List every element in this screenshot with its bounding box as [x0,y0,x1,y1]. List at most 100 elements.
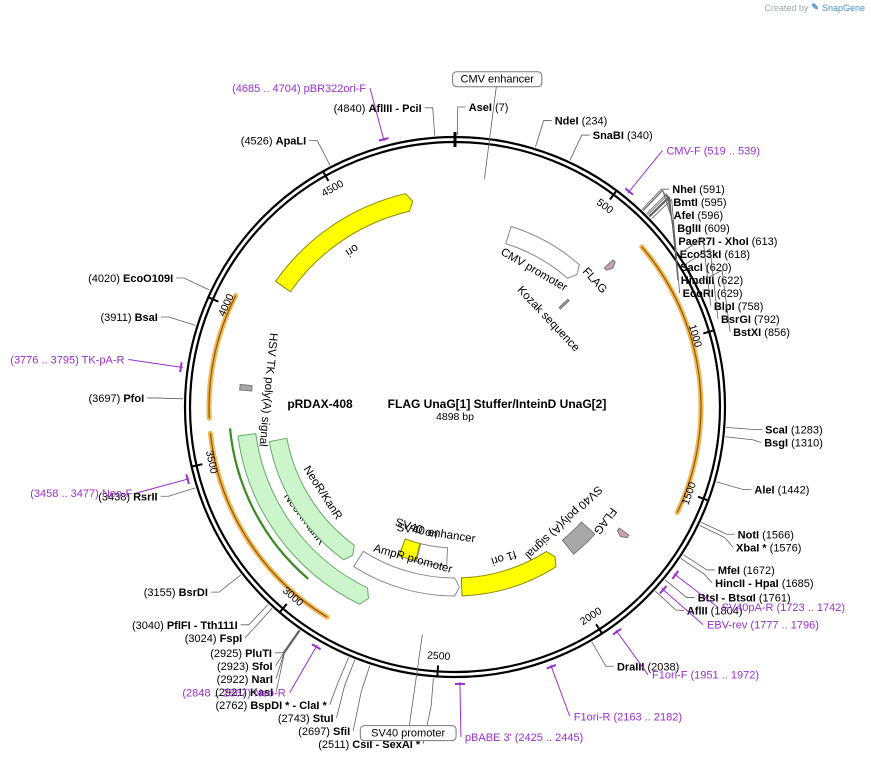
site-bspdi-clai-2762-label: (2762) BspDI * - ClaI * [215,700,327,712]
site-bglii-609-label: BglII (609) [677,223,730,235]
feature-label-sv40-poly-a-signal-4: SV40 poly(A) signal [522,483,604,561]
site-kasi-2921-label: (2921) KasI [215,687,273,699]
green-orf-line [228,428,309,580]
site-bmti-595-label: BmtI (595) [673,197,726,209]
primer-neo-f-mark [185,474,190,485]
boxed-label-sv40-promoter-leader [407,634,423,734]
feature-cmv-promoter-0 [505,225,580,279]
tick-label-500: 500 [594,196,615,216]
site-apali-4526-name: ApaLI [276,136,307,148]
site-pflfi-tth111i-3040-name: PflFI - Tth111I [167,620,238,632]
site-fspi-3024-label: (3024) FspI [185,633,242,645]
primer-cmv-f-leader [627,150,663,194]
tick-mark-3000 [278,603,288,614]
site-stui-2743-pos: (2743) [278,713,313,725]
feature-ampr-promoter-8 [353,550,460,597]
site-pflfi-tth111i-3040-leader [240,604,269,626]
feature-label-ori-12: ori [343,241,360,258]
site-scai-1283-label: ScaI (1283) [765,424,823,436]
orf-line-0 [641,246,702,513]
site-afei-596-pos: (596) [694,210,723,222]
primer-cmv-f-mark [624,187,634,196]
site-pluti-2925-name: PluTI [245,648,272,660]
feature-sv40-enhancer-6 [415,543,449,567]
site-saci-620-pos: (620) [703,262,732,274]
feature-kozak-sequence-2 [558,298,570,310]
orf-line-2 [208,295,237,419]
site-ndei-234-label: NdeI (234) [555,115,608,127]
snapgene-logo-icon: ✎ [811,2,819,12]
site-btsi-bts-i-1761-name: BtsI - BtsαI [698,593,756,605]
site-pflfi-tth111i-3040-pos: (3040) [132,620,167,632]
site-bsrgi-792-label: BsrGI (792) [721,314,780,326]
site-ndei-234-leader [535,120,552,148]
site-eco53ki-618-pos: (618) [721,249,750,261]
tick-label-3000: 3000 [280,585,306,609]
site-bmti-595-name: BmtI [673,197,697,209]
site-pluti-2925-pos: (2925) [210,648,245,660]
tick-label-4500: 4500 [320,178,346,200]
site-bstxi-856-leader [696,269,731,333]
site-draiii-2038-pos: (2038) [644,661,679,673]
primer-f1ori-r-mark [546,664,557,670]
site-bsgi-1310-pos: (1310) [788,437,823,449]
site-sfii-2697-leader [352,665,371,731]
tick-label-2000: 2000 [578,605,604,628]
site-csii-sexai-2511-label: (2511) CsiI - SexAI * [318,739,421,751]
site-rsrii-3438-label: (3438) RsrII [98,491,157,503]
site-rsrii-3438-pos: (3438) [98,491,133,503]
site-hindiii-622-pos: (622) [714,275,743,287]
plasmid-length: 4898 bp [436,411,474,423]
site-fspi-3024-name: FspI [220,633,243,645]
tick-label-3500: 3500 [203,449,220,475]
site-afei-596-leader [642,189,672,216]
orf-layer [206,244,704,620]
site-ecoo109i-4020-name: EcoO109I [123,273,173,285]
site-bspdi-clai-2762-pos: (2762) [215,700,250,712]
site-bspdi-clai-2762-leader [329,657,350,705]
primer-sv40pa-r-leader [673,573,718,608]
site-nhei-591-pos: (591) [696,184,725,196]
plasmid-description: FLAG UnaG[1] Stuffer/InteinD UnaG[2] [388,397,607,411]
site-noti-1566-leader [701,522,735,535]
site-xbai-1576-name: XbaI * [736,542,767,554]
site-afliii-pcii-4840-name: AflIII - PciI [369,103,422,115]
site-nhei-591-leader [641,188,670,210]
site-hindiii-622-leader [649,196,679,281]
tick-mark-500 [609,189,618,201]
site-csii-sexai-2511-name: CsiI - SexAI * [352,739,421,751]
site-mfei-1672-leader [683,554,715,571]
site-scai-1283-pos: (1283) [788,424,823,436]
primer-layer: CMV-F (519 .. 539)SV40pA-R (1723 .. 1742… [10,83,845,744]
site-eco53ki-618-leader [648,195,678,255]
site-bmti-595-pos: (595) [698,197,727,209]
primer-ebv-rev-leader [661,588,704,626]
site-blpi-758-name: BlpI [714,301,735,313]
primer-neo-r-mark [311,643,322,651]
site-bstxi-856-label: BstXI (856) [733,327,790,339]
primer-ebv-rev-label: EBV-rev (1777 .. 1796) [707,620,819,632]
site-sfii-2697-name: SfiI [333,726,350,738]
primer-sv40pa-r-mark [671,570,680,580]
feature-neor-kanr-10 [268,437,355,561]
site-alei-1442-name: AleI [754,485,774,497]
site-mfei-1672-name: MfeI [718,565,740,577]
feature-ori-12 [274,193,414,293]
site-afliii-pcii-4840-pos: (4840) [334,103,369,115]
site-stui-2743-name: StuI [313,713,334,725]
site-fspi-3024-pos: (3024) [185,633,220,645]
site-noti-1566-name: NotI [738,529,759,541]
site-bsai-3911-label: (3911) BsaI [101,312,158,324]
site-ecoo109i-4020-pos: (4020) [88,273,123,285]
primer-neo-f-label: (3458 .. 3477) Neo-F [30,488,132,500]
site-sfoi-2923-label: (2923) SfoI [217,661,273,673]
primer-f1ori-f-label: F1ori-F (1951 .. 1972) [652,670,759,682]
site-snabi-340-label: SnaBI (340) [593,130,653,142]
site-alei-1442-leader [716,481,752,491]
site-bsrdi-3155-label: (3155) BsrDI [144,587,208,599]
site-layer: AseI (7)NdeI (234)SnaBI (340)NheI (591)B… [88,102,823,751]
site-pluti-2925-leader [274,629,300,654]
feature-label-f1-ori-5: f1 ori [490,548,518,567]
site-paer7i-xhoi-613-name: PaeR7I - XhoI [678,236,748,248]
feature-hsv-tk-poly-a-signal-11 [239,383,253,392]
